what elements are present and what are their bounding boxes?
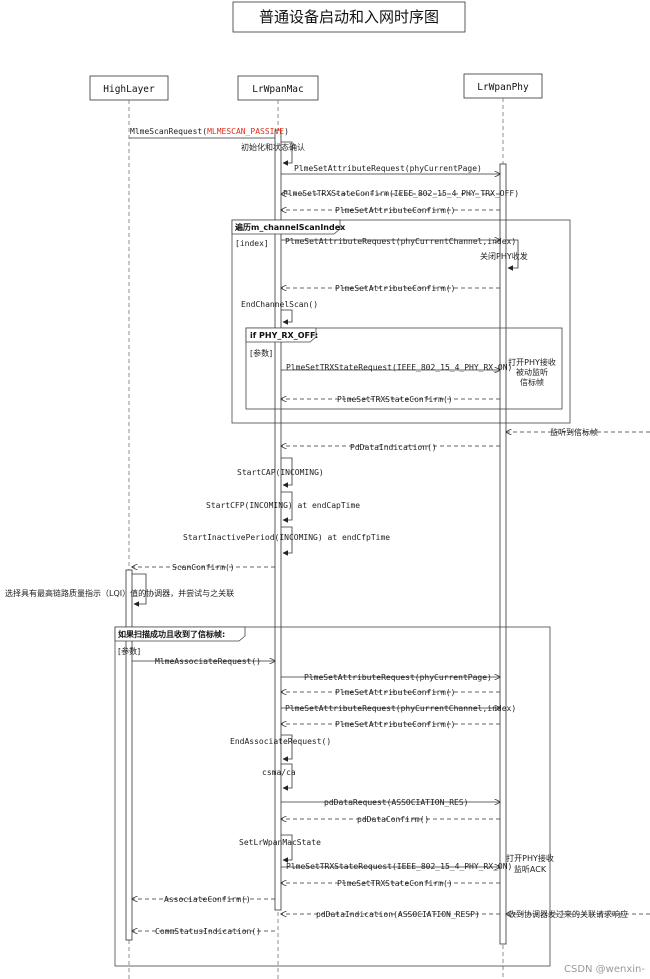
msg-comm-status-indication-label: CommStatusIndication() — [155, 927, 261, 936]
note-select-coordinator: 选择具有最高链路质量指示（LQI）值的协调器，并尝试与之关联 — [5, 588, 234, 598]
self-start-cfp-arrow — [281, 491, 293, 523]
msg-trx-confirm-1-label: PlmeSetTRXStateConfirm() — [337, 395, 453, 404]
loop-frame-title: 遍历m_channelScanIndex — [234, 222, 346, 232]
msg-set-attr-confirm-1-label: PlmeSetAttributeConfirm() — [335, 206, 455, 215]
msg-associate-request-label: MlmeAssociateRequest() — [155, 657, 261, 666]
participant-lrwpanphy: LrWpanPhy — [463, 73, 543, 99]
participant-highlayer-label: HighLayer — [103, 84, 155, 95]
msg-start-inactive-label: StartInactivePeriod(INCOMING) at endCfpT… — [183, 533, 390, 542]
if-frame-tab — [245, 327, 317, 343]
msg-set-attr-page-2-label: PlmeSetAttributeRequest(phyCurrentPage) — [304, 673, 492, 682]
msg-pd-data-request-label: pdDataRequest(ASSOCIATION_RES) — [324, 798, 469, 807]
msg-end-channel-scan-label: EndChannelScan() — [241, 300, 318, 309]
self-end-associate-arrow — [281, 734, 293, 762]
diagram-title: 普通设备启动和入网时序图 — [259, 8, 439, 26]
self-csma-arrow — [281, 763, 293, 791]
msg-start-cfp-label: StartCFP(INCOMING) at endCapTime — [206, 501, 360, 510]
msg-set-attr-confirm-3-label: PlmeSetAttributeConfirm() — [335, 688, 455, 697]
msg-pd-data-indication-label: PdDataIndication() — [350, 443, 437, 452]
msg-set-attr-page-label: PlmeSetAttributeRequest(phyCurrentPage) — [294, 164, 482, 173]
self-end-channel-scan-arrow — [281, 309, 293, 325]
participant-lrwpanmac-label: LrWpanMac — [252, 84, 303, 95]
msg-beacon-heard-label: 监听到信标帧 — [550, 427, 598, 437]
msg-trx-request-rx-on-2-label: PlmeSetTRXStateRequest(IEEE_802_15_4_PHY… — [286, 862, 512, 871]
msg-trx-confirm-2-label: PlmeSetTRXStateConfirm() — [337, 879, 453, 888]
watermark: CSDN @wenxin- — [564, 964, 645, 975]
associate-frame-guard: [参数] — [118, 646, 140, 656]
msg-end-associate-label: EndAssociateRequest() — [230, 737, 331, 746]
msg-trx-request-rx-on-label: PlmeSetTRXStateRequest(IEEE_802_15_4_PHY… — [286, 363, 512, 372]
note-recv-response: 收到协调器发过来的关联请求响应 — [508, 909, 628, 919]
self-set-mac-state-arrow — [281, 834, 293, 863]
associate-frame-tab — [114, 626, 246, 642]
msg-scan-confirm-label: ScanConfirm() — [172, 563, 235, 572]
associate-frame — [114, 626, 551, 967]
activation-high — [125, 569, 133, 941]
self-select-coordinator-arrow — [132, 573, 147, 607]
loop-frame-guard: [index] — [235, 239, 269, 248]
activation-mac — [274, 129, 282, 911]
note-close-phy: 关闭PHY收发 — [480, 251, 528, 261]
participant-highlayer: HighLayer — [89, 75, 169, 101]
note-open-phy-3: 信标帧 — [520, 377, 544, 387]
self-init-arrow — [281, 141, 293, 166]
msg-associate-confirm-label: AssociateConfirm() — [164, 895, 251, 904]
msg-pd-data-confirm-label: pdDataConfirm() — [357, 815, 429, 824]
activation-phy — [499, 163, 507, 945]
loop-frame — [231, 219, 571, 424]
msg-set-attr-channel-2-label: PlmeSetAttributeRequest(phyCurrentChanne… — [285, 704, 516, 713]
msg-set-attr-confirm-2-label: PlmeSetAttributeConfirm() — [335, 284, 455, 293]
associate-frame-title: 如果扫描成功且收到了信标帧: — [118, 629, 225, 639]
if-frame-title: if PHY_RX_OFF: — [250, 331, 318, 340]
msg-pd-data-indication-resp-label: pdDataIndication(ASSOCIATION_RESP) — [316, 910, 480, 919]
self-start-inactive-arrow — [281, 526, 293, 556]
loop-frame-tab — [231, 219, 341, 235]
note-open-phy-2: 被动监听 — [516, 367, 548, 377]
msg-set-attr-channel-label: PlmeSetAttributeRequest(phyCurrentChanne… — [285, 237, 516, 246]
msg-set-attr-confirm-4-label: PlmeSetAttributeConfirm() — [335, 720, 455, 729]
msg-set-mac-state-label: SetLrWpanMacState — [239, 838, 321, 847]
msg-csma-label: csma/ca — [262, 768, 296, 777]
msg-mlme-scan-request-label: MlmeScanRequest(MLMESCAN_PASSIVE) — [130, 127, 289, 136]
note-ack-1: 打开PHY接收 — [506, 853, 554, 863]
participant-lrwpanphy-label: LrWpanPhy — [477, 82, 529, 93]
msg-start-cap-label: StartCAP(INCOMING) — [237, 468, 324, 477]
participant-lrwpanmac: LrWpanMac — [237, 75, 319, 101]
self-close-phy-arrow — [506, 239, 519, 271]
self-start-cap-arrow — [281, 457, 293, 488]
if-frame — [245, 327, 563, 410]
note-ack-2: 监听ACK — [514, 864, 547, 874]
if-frame-guard: [参数] — [250, 348, 272, 358]
msg-trx-confirm-off-label: PlmeSetTRXStateConfirm(IEEE_802_15_4_PHY… — [283, 189, 519, 198]
title-box — [232, 1, 466, 33]
note-init: 初始化和状态确认 — [241, 142, 305, 152]
note-open-phy-1: 打开PHY接收 — [508, 357, 556, 367]
